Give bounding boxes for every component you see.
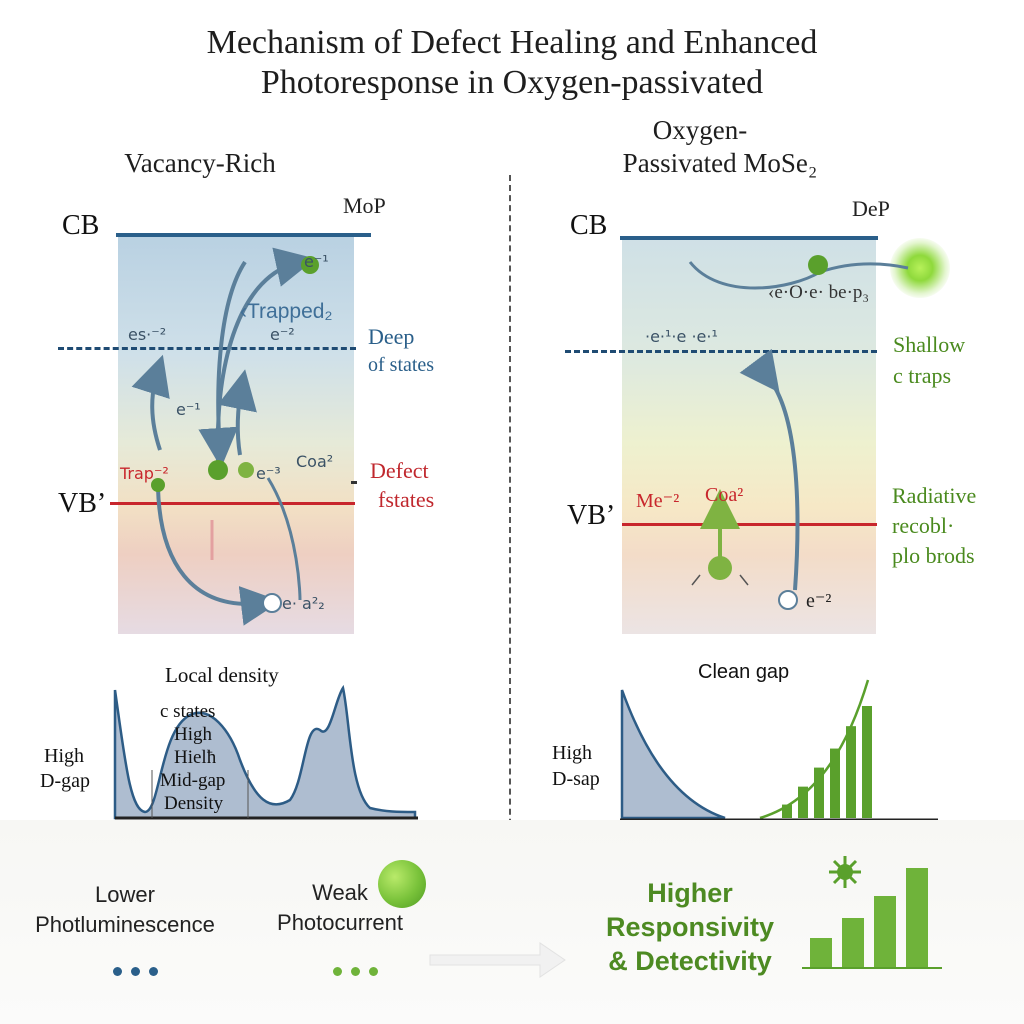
left-top-note: MoP: [343, 193, 386, 218]
right-vb-label: VB’: [567, 500, 616, 531]
right-dos-bar-4: [846, 726, 856, 818]
right-top-note: DeP: [852, 196, 890, 221]
left-carrier-mid: e⁻²: [270, 325, 295, 344]
right-side-label-2: D-sap: [552, 768, 600, 790]
bottom-improvement-bar-2: [874, 896, 896, 968]
left-cb-line: [116, 233, 371, 237]
left-trapped-note: ‹Trapped₂: [240, 300, 333, 323]
weak-pc-line-1: Weak: [312, 880, 368, 905]
left-deep-trap-line: [58, 347, 356, 350]
right-dos-title: Clean gap: [698, 661, 790, 683]
page-title-line-1: Mechanism of Defect Healing and Enhanced: [206, 24, 818, 61]
left-dos-label-2: Hielħ: [174, 747, 217, 768]
bottom-improvement-bar-1: [842, 918, 864, 968]
left-dos-label-4: Density: [164, 793, 224, 814]
left-deep-label-2: of states: [368, 354, 435, 376]
left-dos-label-3: Mid-gap: [160, 770, 226, 791]
higher-line-2: Responsivity: [605, 912, 775, 942]
left-carrier-e2: e⁻³: [256, 464, 281, 483]
left-dos-title: Local density: [165, 663, 279, 687]
green-sphere-icon: [378, 860, 426, 908]
higher-line-1: Higher: [647, 878, 733, 908]
right-dos-bar-0: [782, 804, 792, 818]
left-defect-tick: [351, 481, 357, 484]
right-dos-bar-2: [814, 767, 824, 818]
left-carrier-coa: Coa²: [296, 452, 334, 471]
left-vb-line: [110, 502, 355, 505]
right-shallow-trap-line: [565, 350, 877, 353]
left-carrier-left: e⁻¹: [176, 400, 201, 419]
left-deep-label-1: Deep: [368, 324, 415, 349]
left-carrier-top: e⁻¹: [304, 252, 329, 271]
right-panel-title-2: Passivated MoSe₂: [622, 148, 818, 178]
left-dos-label-1: High: [174, 724, 212, 745]
right-vb-carrier-1: Me⁻²: [636, 490, 680, 512]
lower-pl-line-1: Lower: [95, 882, 155, 907]
lower-pl-line-2: Photluminescence: [35, 912, 215, 937]
right-cb-label: CB: [570, 210, 608, 241]
right-carrier-bottom: e⁻²: [806, 590, 832, 612]
left-side-label-2: D-gap: [40, 770, 90, 792]
bottom-improvement-bar-3: [906, 868, 928, 968]
right-shallow-label-2: c traps: [893, 363, 952, 388]
left-carrier-es: es·⁻²: [128, 325, 167, 344]
right-panel-title-1: Oxygen-: [652, 115, 748, 145]
lower-pl-text: Lower Photluminescence: [20, 880, 230, 940]
right-vb-carrier-2: Coa²: [705, 484, 744, 506]
higher-responsivity-text: Higher Responsivity & Detectivity: [570, 876, 810, 978]
emission-glow-icon: [890, 238, 950, 298]
right-radiative-label-2: recobl·: [892, 513, 955, 538]
left-dos-annotations: c states High Hielħ Mid-gap Density: [160, 700, 225, 815]
right-dos-bar-5: [862, 706, 872, 818]
left-vb-label: VB’: [58, 488, 107, 519]
right-vb-line: [622, 523, 877, 526]
left-defect-label-1: Defect: [370, 458, 429, 483]
weak-photocurrent-text: Weak Photocurrent: [250, 878, 430, 938]
higher-line-3: & Detectivity: [608, 946, 772, 976]
left-carrier-trap: Trap⁻²: [120, 464, 169, 483]
bottom-improvement-bar-0: [810, 938, 832, 968]
right-dos-bar-1: [798, 786, 808, 818]
page-title-line-2: Photoresponse in Oxygen-passivated: [260, 64, 764, 101]
right-shallow-carriers: ·e·¹·e ·e·¹: [645, 327, 718, 346]
lower-pl-dots: [113, 963, 167, 981]
left-dos-label-0: c states: [160, 701, 216, 722]
right-cb-line: [620, 236, 878, 240]
left-cb-label: CB: [62, 210, 100, 241]
right-dos-bar-3: [830, 748, 840, 818]
right-radiative-label-3: plo brods: [892, 543, 975, 568]
right-side-label-1: High: [552, 742, 592, 764]
left-side-label-1: High: [44, 745, 84, 767]
right-shallow-label-1: Shallow: [893, 332, 966, 357]
panel-divider: [509, 175, 511, 865]
left-carrier-bottom: e· a²₂: [282, 594, 325, 613]
sparkle-icon: [829, 856, 861, 888]
weak-pc-line-2: Photocurrent: [277, 910, 403, 935]
weak-pc-dots: [333, 963, 387, 981]
right-cb-carriers: ‹e·O·e· be·p₃: [768, 282, 870, 303]
left-defect-label-2: fstates: [378, 487, 435, 512]
left-panel-title: Vacancy-Rich: [124, 148, 276, 178]
right-band-diagram: [622, 238, 876, 634]
right-radiative-label-1: Radiative: [892, 483, 977, 508]
